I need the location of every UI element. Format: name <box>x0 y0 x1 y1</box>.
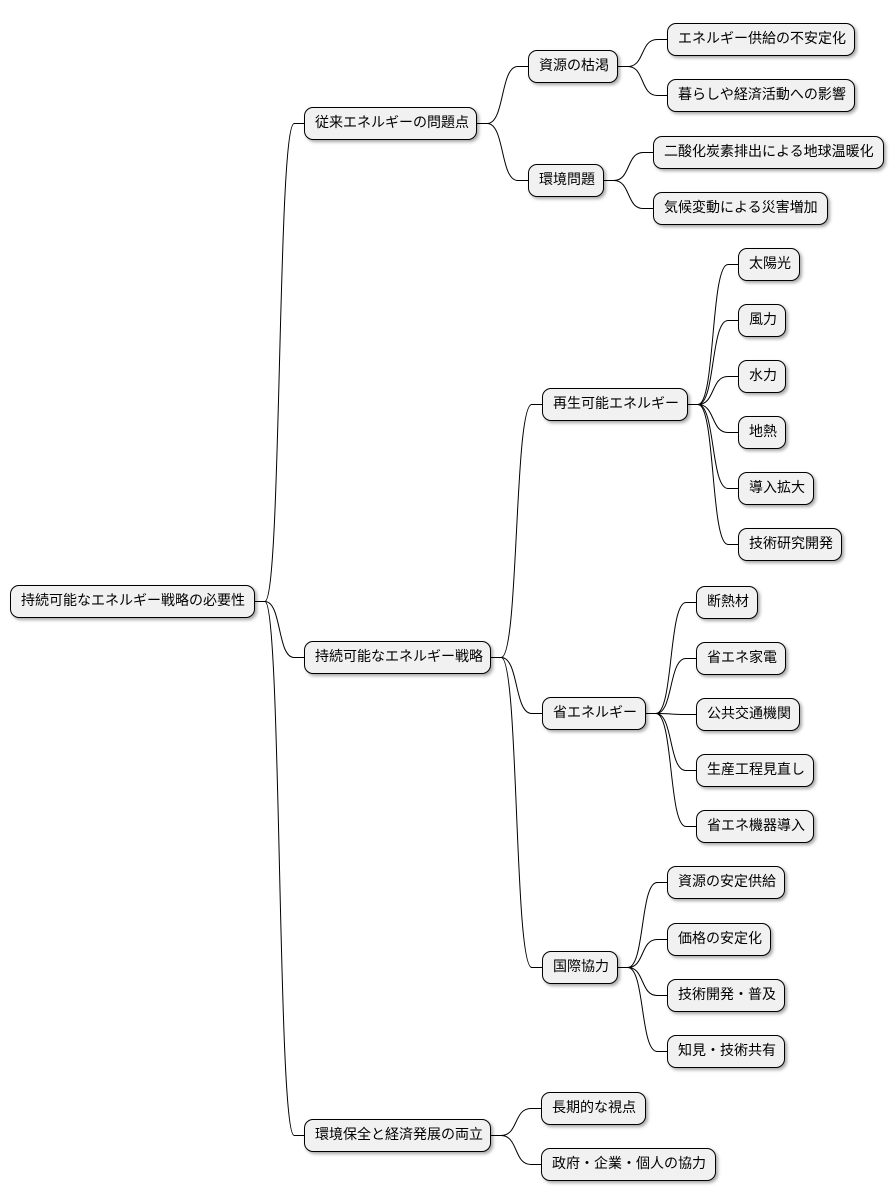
leaf-process-review[interactable]: 生産工程見直し <box>696 754 814 787</box>
connector-node-renewable-energy <box>491 404 542 658</box>
connector-leaf-solar <box>688 264 738 405</box>
node-energy-saving[interactable]: 省エネルギー <box>542 697 646 730</box>
connector-leaf-co2-global-warming <box>604 152 653 181</box>
leaf-hydro[interactable]: 水力 <box>738 360 786 393</box>
connector-node-energy-saving <box>491 657 542 714</box>
leaf-long-term-perspective[interactable]: 長期的な視点 <box>541 1092 646 1125</box>
connector-node-resource-depletion <box>477 66 528 124</box>
leaf-insulation[interactable]: 断熱材 <box>696 586 758 619</box>
branch-node-conventional-energy-problems[interactable]: 従来エネルギーの問題点 <box>304 107 477 140</box>
connector-leaf-tech-development <box>618 967 667 996</box>
connector-leaf-geothermal <box>688 404 738 433</box>
connector-node-international-cooperation <box>491 657 542 968</box>
node-environmental-issues[interactable]: 環境問題 <box>528 164 604 197</box>
connector-leaf-tech-research <box>688 404 738 545</box>
leaf-solar[interactable]: 太陽光 <box>738 248 800 281</box>
leaf-impact-on-life-economy[interactable]: 暮らしや経済活動への影響 <box>667 79 855 112</box>
connector-leaf-stakeholder-cooperation <box>491 1135 541 1165</box>
connector-leaf-efficient-equipment <box>646 713 696 827</box>
connector-branch-node-environment-economy-balance <box>255 601 304 1136</box>
connector-leaf-stable-supply <box>618 882 667 968</box>
leaf-climate-disaster-increase[interactable]: 気候変動による災害増加 <box>653 192 828 225</box>
leaf-stakeholder-cooperation[interactable]: 政府・企業・個人の協力 <box>541 1148 716 1181</box>
connector-branch-node-sustainable-strategy <box>255 601 304 658</box>
leaf-knowledge-sharing[interactable]: 知見・技術共有 <box>667 1035 785 1068</box>
connector-leaf-insulation <box>646 602 696 714</box>
branch-node-environment-economy-balance[interactable]: 環境保全と経済発展の両立 <box>304 1119 491 1152</box>
connector-leaf-efficient-appliances <box>646 658 696 714</box>
leaf-adoption-expansion[interactable]: 導入拡大 <box>738 472 814 505</box>
connector-leaf-price-stability <box>618 939 667 968</box>
connector-leaf-supply-instability <box>618 39 667 67</box>
leaf-geothermal[interactable]: 地熱 <box>738 416 786 449</box>
leaf-price-stability[interactable]: 価格の安定化 <box>667 923 771 956</box>
connector-branch-node-conventional-energy-problems <box>255 123 304 602</box>
branch-node-sustainable-strategy[interactable]: 持続可能なエネルギー戦略 <box>304 641 491 674</box>
connector-node-environmental-issues <box>477 123 528 181</box>
connector-leaf-process-review <box>646 713 696 771</box>
leaf-supply-instability[interactable]: エネルギー供給の不安定化 <box>667 23 855 56</box>
leaf-co2-global-warming[interactable]: 二酸化炭素排出による地球温暖化 <box>653 136 884 169</box>
connector-leaf-hydro <box>688 376 738 405</box>
connector-leaf-knowledge-sharing <box>618 967 667 1052</box>
leaf-tech-research[interactable]: 技術研究開発 <box>738 528 842 561</box>
connector-leaf-impact-on-life-economy <box>618 66 667 96</box>
connector-leaf-climate-disaster-increase <box>604 180 653 209</box>
root-node[interactable]: 持続可能なエネルギー戦略の必要性 <box>10 585 255 618</box>
leaf-wind[interactable]: 風力 <box>738 304 786 337</box>
node-resource-depletion[interactable]: 資源の枯渇 <box>528 50 618 83</box>
connector-leaf-wind <box>688 320 738 405</box>
leaf-efficient-equipment[interactable]: 省エネ機器導入 <box>696 810 814 843</box>
connector-leaf-long-term-perspective <box>491 1108 541 1136</box>
leaf-public-transport[interactable]: 公共交通機関 <box>696 698 800 731</box>
leaf-tech-development[interactable]: 技術開発・普及 <box>667 979 785 1012</box>
node-international-cooperation[interactable]: 国際協力 <box>542 951 618 984</box>
leaf-efficient-appliances[interactable]: 省エネ家電 <box>696 642 786 675</box>
node-renewable-energy[interactable]: 再生可能エネルギー <box>542 388 688 421</box>
leaf-stable-supply[interactable]: 資源の安定供給 <box>667 866 785 899</box>
